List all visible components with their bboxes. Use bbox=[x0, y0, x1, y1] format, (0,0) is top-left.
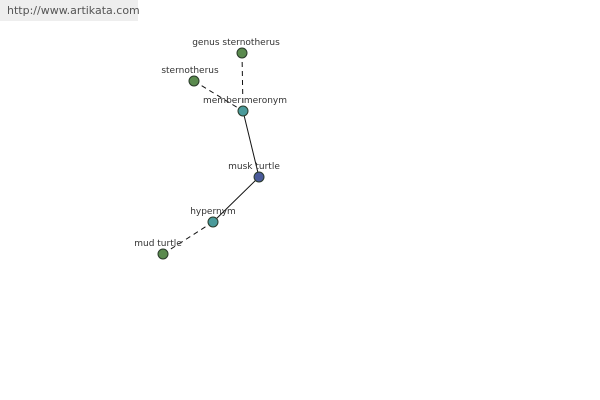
node-label-hypernym: hypernym bbox=[190, 207, 236, 217]
edge-sternotherus-member bbox=[193, 80, 244, 112]
edge-hypernym-mud bbox=[162, 221, 214, 255]
node-genus[interactable]: genus sternotherus bbox=[192, 38, 280, 59]
node-label-genus: genus sternotherus bbox=[192, 38, 280, 48]
edge-member-musk bbox=[242, 110, 260, 178]
node-hypernym[interactable]: hypernym bbox=[190, 207, 236, 228]
node-circle-musk[interactable] bbox=[253, 171, 265, 183]
node-member[interactable]: member meronym bbox=[203, 96, 287, 117]
node-musk[interactable]: musk turtle bbox=[228, 162, 280, 183]
node-sternotherus[interactable]: sternotherus bbox=[161, 66, 219, 87]
node-circle-hypernym[interactable] bbox=[207, 216, 219, 228]
node-circle-genus[interactable] bbox=[236, 47, 248, 59]
node-circle-sternotherus[interactable] bbox=[188, 75, 200, 87]
edges-layer bbox=[162, 52, 260, 255]
node-label-sternotherus: sternotherus bbox=[161, 66, 219, 76]
node-label-member: member meronym bbox=[203, 96, 287, 106]
nodes-layer: genus sternotherus sternotherus member mer… bbox=[134, 38, 287, 260]
node-label-mud: mud turtle bbox=[134, 239, 182, 249]
node-label-musk: musk turtle bbox=[228, 162, 280, 172]
node-mud[interactable]: mud turtle bbox=[134, 239, 182, 260]
source-url[interactable]: http://www.artikata.com bbox=[0, 0, 140, 21]
edge-genus-member bbox=[241, 52, 244, 112]
node-circle-member[interactable] bbox=[237, 105, 249, 117]
node-circle-mud[interactable] bbox=[157, 248, 169, 260]
edge-musk-hypernym bbox=[212, 176, 260, 223]
